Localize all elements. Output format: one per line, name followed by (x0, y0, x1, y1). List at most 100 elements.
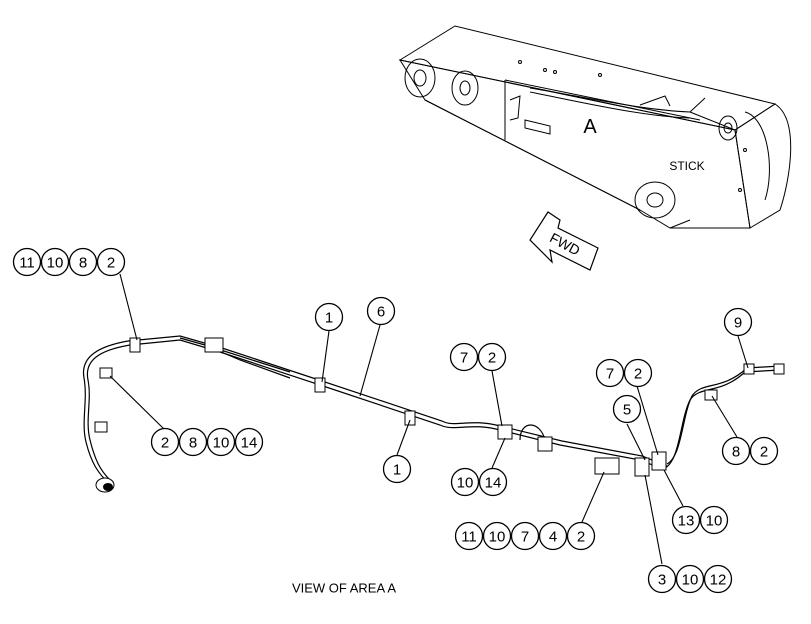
callout-group: 2 8 10 14 (150, 427, 264, 457)
callout-number: 7 (521, 529, 529, 546)
callout-number: 5 (623, 402, 631, 419)
callout-group: 3 10 12 (647, 564, 733, 594)
callout-circle (477, 342, 507, 372)
callout-number: 6 (377, 304, 385, 321)
callout-number: 10 (489, 529, 506, 546)
callout-balloon: 13 (671, 505, 701, 535)
callout-number: 7 (460, 350, 468, 367)
callout-circle (206, 427, 236, 457)
leader-lines (109, 273, 749, 565)
callout-number: 10 (47, 255, 64, 272)
callout-circle (538, 521, 568, 551)
callout-balloon: 2 (150, 427, 180, 457)
callout-balloon: 10 (40, 247, 70, 277)
callout-number: 7 (606, 366, 614, 383)
callout-balloon: 7 (510, 521, 540, 551)
callout-number: 2 (760, 444, 768, 461)
callout-circle (40, 247, 70, 277)
callout-number: 3 (658, 572, 666, 589)
callout-number: 8 (79, 255, 87, 272)
callout-circle (366, 296, 396, 326)
callout-balloon: 3 (647, 564, 677, 594)
callout-balloon: 2 (623, 358, 653, 388)
callout-balloon: 10 (450, 467, 480, 497)
callout-group: 1 (314, 302, 344, 332)
area-a-label: A (583, 116, 597, 138)
callout-number: 11 (19, 255, 35, 272)
callout-number: 2 (488, 350, 496, 367)
callout-circle (150, 427, 180, 457)
callout-number: 1 (393, 462, 401, 479)
callout-balloon: 10 (206, 427, 236, 457)
callout-number: 2 (161, 435, 169, 452)
callout-balloon: 11 (12, 247, 42, 277)
callout-circle (314, 302, 344, 332)
stick-label: STICK (669, 159, 704, 173)
callout-balloon: 4 (538, 521, 568, 551)
callout-circle (721, 436, 751, 466)
callout-circle (449, 342, 479, 372)
callout-circle (12, 247, 42, 277)
callout-circle (675, 564, 705, 594)
callout-circle (623, 358, 653, 388)
callout-number: 8 (189, 435, 197, 452)
callout-group: 10 14 (450, 467, 508, 497)
view-caption: VIEW OF AREA A (292, 581, 396, 596)
callout-balloon: 2 (749, 436, 779, 466)
callout-number: 1 (325, 310, 333, 327)
callout-balloon: 1 (382, 454, 412, 484)
callout-circle (482, 521, 512, 551)
callout-number: 8 (732, 444, 740, 461)
callout-balloon: 10 (675, 564, 705, 594)
callout-balloon: 8 (178, 427, 208, 457)
callout-circle (595, 358, 625, 388)
callout-balloon: 7 (449, 342, 479, 372)
callout-group: 9 (723, 307, 753, 337)
callout-number: 2 (577, 529, 585, 546)
callout-number: 12 (710, 572, 727, 589)
callout-number: 13 (678, 513, 695, 530)
callout-balloon: 5 (612, 394, 642, 424)
callout-circle (454, 521, 484, 551)
callout-circle (450, 467, 480, 497)
stick-view (398, 25, 792, 229)
callout-circle (68, 247, 98, 277)
callout-group: 6 (366, 296, 396, 326)
fwd-arrow: FWD (529, 211, 599, 271)
callout-balloon: 6 (366, 296, 396, 326)
callout-balloon: 2 (477, 342, 507, 372)
callout-circle (96, 247, 126, 277)
callout-number: 11 (461, 529, 477, 546)
callout-balloon: 10 (699, 505, 729, 535)
callout-circle (612, 394, 642, 424)
callout-circle (723, 307, 753, 337)
callout-number: 4 (549, 529, 557, 546)
callout-balloon: 12 (703, 564, 733, 594)
callout-balloon: 11 (454, 521, 484, 551)
callout-number: 14 (485, 475, 502, 492)
callout-circle (478, 467, 508, 497)
callout-group: 1 (382, 454, 412, 484)
callout-circle (703, 564, 733, 594)
callout-circle (699, 505, 729, 535)
callout-circle (647, 564, 677, 594)
callout-balloon: 8 (721, 436, 751, 466)
wire-harness (82, 335, 785, 493)
callout-number: 10 (706, 513, 723, 530)
callout-circle (566, 521, 596, 551)
callout-number: 14 (241, 435, 258, 452)
callout-number: 2 (634, 366, 642, 383)
callout-circle (749, 436, 779, 466)
callout-number: 9 (734, 315, 742, 332)
callout-number: 2 (107, 255, 115, 272)
callout-circle (671, 505, 701, 535)
callout-group: 13 10 (671, 505, 729, 535)
callout-balloon: 2 (566, 521, 596, 551)
callout-balloon: 14 (234, 427, 264, 457)
callout-balloon: 9 (723, 307, 753, 337)
